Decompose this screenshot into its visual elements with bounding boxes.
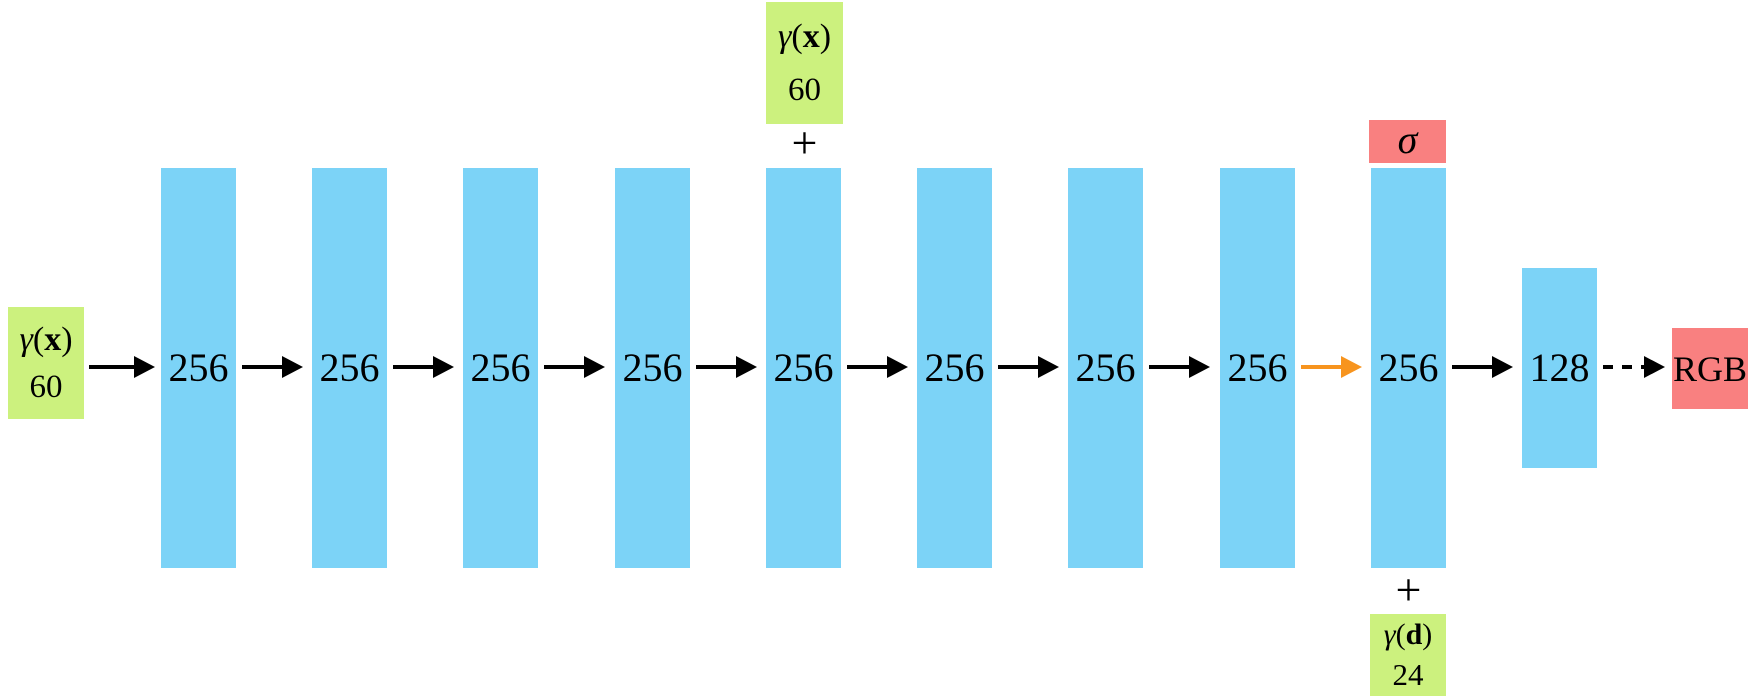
dashed-arrow-shaft (1603, 365, 1648, 369)
sigma-symbol: σ (1397, 116, 1418, 162)
layer-width-label: 256 (1378, 345, 1439, 390)
arrow-shaft (393, 365, 437, 369)
layer-width-label: 256 (622, 345, 683, 390)
layer-width-label: 256 (1075, 345, 1136, 390)
arrow-shaft (1452, 365, 1496, 369)
gamma-x-label: γ(x) (777, 17, 832, 55)
hidden-layer-5: 256 (766, 168, 841, 568)
x-vector-symbol: x (44, 320, 62, 358)
orange-no-activation-arrow (1301, 356, 1362, 378)
open-paren: ( (1395, 618, 1406, 651)
arrow-shaft (998, 365, 1042, 369)
arrow-shaft (1149, 365, 1193, 369)
layer-width-label: 256 (168, 345, 229, 390)
hidden-layer-9: 256 (1371, 168, 1446, 568)
hidden-layer-3: 256 (463, 168, 538, 568)
final-hidden-layer-128: 128 (1522, 268, 1597, 468)
arrow-shaft (696, 365, 740, 369)
d-vector-symbol: d (1405, 618, 1423, 651)
arrow-shaft (89, 365, 138, 369)
skip-position-encoding-box: γ(x) 60 (766, 2, 843, 124)
view-direction-encoding-box: γ(d) 24 (1370, 614, 1446, 696)
layer-width-label: 256 (319, 345, 380, 390)
hidden-layer-1: 256 (161, 168, 236, 568)
hidden-layer-6: 256 (917, 168, 992, 568)
open-paren: ( (32, 320, 45, 358)
concat-plus-top: + (791, 117, 818, 168)
view-dim-label: 24 (1392, 657, 1424, 692)
concat-plus-bottom: + (1395, 564, 1422, 615)
rgb-output-box: RGB (1672, 328, 1748, 409)
gamma-symbol: γ (1383, 618, 1396, 651)
arrow-layer7-to-layer8 (1149, 356, 1210, 378)
layer-width-label: 256 (773, 345, 834, 390)
arrow-layer3-to-layer4 (544, 356, 605, 378)
arrow-layer9-to-layer128 (1452, 356, 1513, 378)
arrow-shaft (544, 365, 588, 369)
close-paren: ) (61, 320, 73, 358)
gamma-d-label: γ(d) (1384, 620, 1433, 650)
x-vector-symbol: x (802, 17, 820, 55)
arrow-layer2-to-layer3 (393, 356, 454, 378)
input-dim-label: 60 (29, 368, 63, 405)
arrow-layer1-to-layer2 (242, 356, 303, 378)
gamma-symbol: γ (19, 320, 33, 358)
arrow-layer4-to-layer5 (696, 356, 757, 378)
close-paren: ) (819, 17, 832, 55)
arrow-shaft (242, 365, 286, 369)
open-paren: ( (791, 17, 803, 55)
input-position-encoding-box: γ(x) 60 (8, 307, 84, 419)
hidden-layer-7: 256 (1068, 168, 1143, 568)
close-paren: ) (1422, 618, 1433, 651)
hidden-layer-4: 256 (615, 168, 690, 568)
sigma-output-box: σ (1369, 116, 1446, 163)
gamma-x-label: γ(x) (19, 320, 73, 358)
gamma-symbol: γ (777, 17, 792, 55)
arrow-shaft (1301, 365, 1345, 369)
layer-width-label: 256 (470, 345, 531, 390)
hidden-layer-8: 256 (1220, 168, 1295, 568)
arrow-layer6-to-layer7 (998, 356, 1059, 378)
arrow-layer5-to-layer6 (847, 356, 908, 378)
arrow-shaft (847, 365, 891, 369)
hidden-layer-2: 256 (312, 168, 387, 568)
skip-dim-label: 60 (788, 71, 821, 108)
arrow-input-to-layer1 (89, 356, 155, 378)
rgb-label: RGB (1672, 348, 1748, 389)
layer-width-label: 256 (924, 345, 985, 390)
layer-width-label: 128 (1529, 345, 1590, 390)
dashed-arrow-to-rgb (1603, 356, 1665, 378)
layer-width-label: 256 (1227, 345, 1288, 390)
